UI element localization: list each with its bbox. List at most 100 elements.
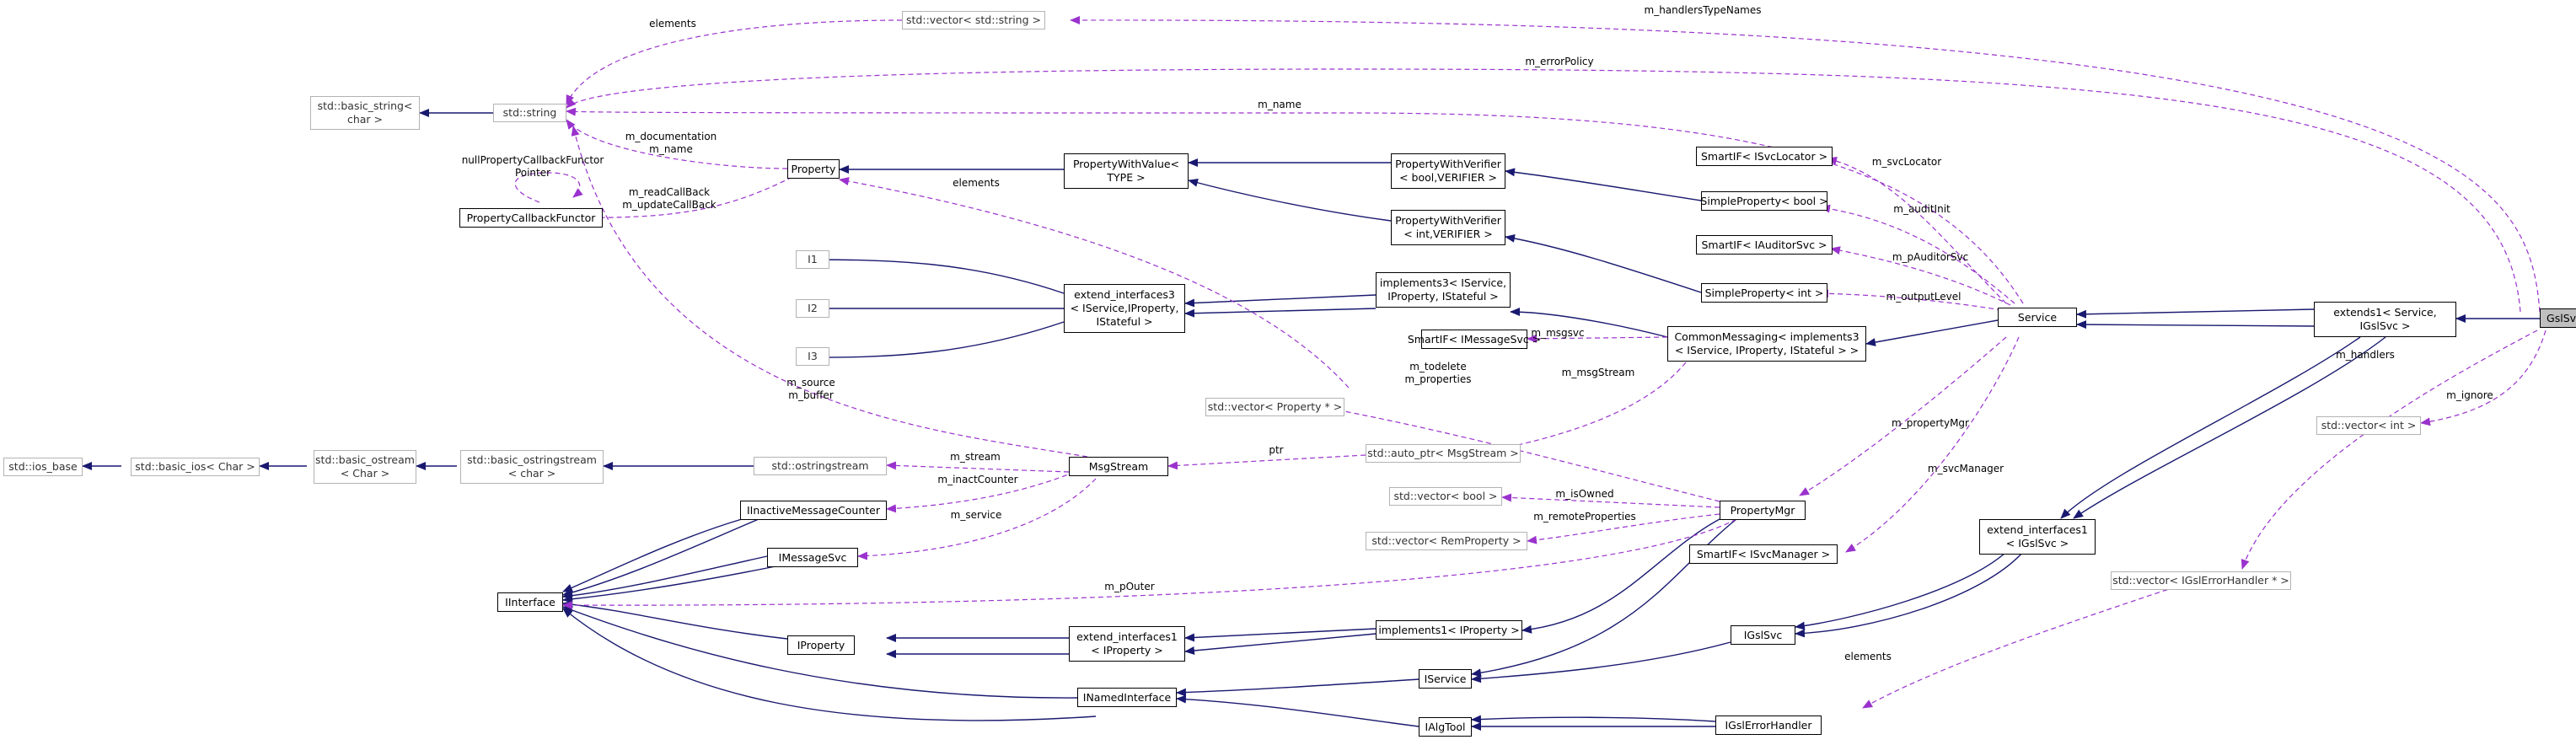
edge-msgsvc [1527,334,1668,343]
node-property-with-value[interactable]: PropertyWithValue< TYPE > [1064,153,1189,189]
node-common-messaging[interactable]: CommonMessaging< implements3 < IService,… [1667,326,1866,362]
node-std-basic-ostream: std::basic_ostream < Char > [314,450,416,484]
edge-output-level [1818,289,2003,311]
edge-label-audit-init: m_auditInit [1893,203,1951,215]
edge-ext1-gsl-to-igslsvc [1795,551,2007,630]
node-service[interactable]: Service [1998,308,2077,327]
edge-sp-int-to-pwv-int [1505,233,1702,293]
edge-label-svc-manager: m_svcManager [1928,463,2004,474]
node-imessagesvc[interactable]: IMessageSvc [767,548,858,567]
edge-name-service [566,107,2024,304]
edge-extends1-to-ext1-gsl [2060,336,2361,519]
node-property-callback-functor[interactable]: PropertyCallbackFunctor [459,208,603,228]
edge-iinactive-to-iinterface [562,518,743,592]
edge-label-svc-locator: m_svcLocator [1872,156,1941,168]
edge-audit-init [1820,204,2015,304]
edge-elements-handler [1862,581,2192,709]
node-std-basic-ostringstream: std::basic_ostringstream < char > [460,450,604,484]
edge-label-inact-counter: m_inactCounter [937,474,1017,485]
node-smartif-isvclocator[interactable]: SmartIF< ISvcLocator > [1696,147,1833,166]
node-smartif-iauditorsvc[interactable]: SmartIF< IAuditorSvc > [1696,235,1833,255]
edge-commonmsg-to-impl3 [1510,308,1668,338]
edge-p-auditor-svc [1830,246,2011,306]
edge-iservice-to-ext1-prop [1185,654,1419,673]
node-std-vector-remproperty: std::vector< RemProperty > [1366,532,1527,550]
node-iproperty[interactable]: IProperty [787,635,855,655]
edge-property-to-string [566,119,788,169]
edge-label-msgsvc: m_msgsvc [1531,327,1584,339]
edge-inact-counter [886,471,1076,513]
edge-label-property-mgr-label: m_propertyMgr [1892,417,1969,429]
node-smartif-isvcmanager[interactable]: SmartIF< ISvcManager > [1689,544,1838,564]
node-msgstream[interactable]: MsgStream [1069,457,1168,476]
edge-propmgr-to-impl1 [1521,518,1720,634]
edge-extends1-to-service [2076,308,2315,319]
node-simple-property-bool[interactable]: SimpleProperty< bool > [1700,191,1828,211]
node-iservice[interactable]: IService [1419,669,1472,689]
edge-property-to-callback [566,176,793,222]
node-igslerrorhandler[interactable]: IGslErrorHandler [1715,716,1822,735]
edge-imessagesvc-to-iinterface [562,555,768,600]
edge-callback-self [514,172,583,203]
edge-label-name: m_name [1258,99,1301,110]
edge-impl1-to-ext1-prop [1184,628,1377,642]
edge-inamed-to-iinterface [562,606,1078,699]
edge-ptr [1167,454,1366,470]
edge-label-p-auditor-svc: m_pAuditorSvc [1892,251,1968,263]
edge-label-p-outer: m_pOuter [1104,581,1154,592]
edge-label-stream: m_stream [950,451,1001,463]
edge-label-handlers-type-names: m_handlersTypeNames [1645,4,1762,16]
edge-handlers-type-names [1070,15,2541,313]
node-gslsvc[interactable]: GslSvc [2540,308,2576,328]
edge-ignore [2420,330,2546,426]
node-extends1[interactable]: extends1< Service, IGslSvc > [2314,302,2456,337]
edge-pwv-int-to-pwv [1188,179,1392,222]
edge-remote-properties [1527,513,1720,544]
node-iinterface[interactable]: IInterface [497,592,563,612]
edge-msg-stream [1476,362,1687,456]
edge-label-elements-handler: elements [1844,651,1892,662]
node-implements1[interactable]: implements1< IProperty > [1376,620,1522,640]
edge-label-service-label: m_service [951,509,1002,521]
node-i3: I3 [796,347,829,366]
edge-ialgtool-to-iinterface [562,608,1097,721]
edge-label-ignore: m_ignore [2446,389,2493,401]
edge-msgstream-to-string [571,126,1088,458]
edge-label-remote-properties: m_remoteProperties [1533,511,1636,523]
node-property[interactable]: Property [787,159,840,179]
node-simple-property-int[interactable]: SimpleProperty< int > [1701,283,1827,303]
node-std-ios-base: std::ios_base [3,458,83,476]
edge-iproperty-to-iinterface [562,600,788,640]
node-std-vector-string: std::vector< std::string > [902,11,1045,29]
node-property-mgr[interactable]: PropertyMgr [1720,501,1806,520]
edge-propmgr-to-vector-property [1307,402,1720,502]
node-i1: I1 [796,250,829,269]
node-smartif-imessagesvc[interactable]: SmartIF< IMessageSvc > [1408,330,1541,349]
edge-extends1-to-ext1-gsl-b [2073,336,2386,519]
edge-label-is-owned: m_isOwned [1555,488,1613,500]
edge-vector-string-to-string [566,19,903,105]
node-pwv-int[interactable]: PropertyWithVerifier < int,VERIFIER > [1391,210,1505,245]
node-extend-interfaces3[interactable]: extend_interfaces3 < IService,IProperty,… [1064,284,1185,333]
edge-impl3-to-ext3 [1184,294,1377,308]
node-i2: I2 [796,299,829,318]
node-extend-interfaces1-prop[interactable]: extend_interfaces1 < IProperty > [1069,626,1185,662]
node-pwv-bool[interactable]: PropertyWithVerifier < bool,VERIFIER > [1391,153,1505,189]
node-std-basic-string: std::basic_string< char > [310,96,420,130]
node-ialgtool[interactable]: IAlgTool [1419,717,1472,737]
edge-igslerrorhandler-to-ialgtool-b [1471,715,1716,724]
node-extend-interfaces1-gsl[interactable]: extend_interfaces1 < IGslSvc > [1979,519,2096,555]
edge-handlers [2241,330,2538,570]
node-implements3[interactable]: implements3< IService, IProperty, IState… [1376,272,1511,308]
node-inamed-interface[interactable]: INamedInterface [1077,688,1177,707]
node-iinactive-message-counter[interactable]: IInactiveMessageCounter [740,501,887,520]
node-std-string: std::string [493,104,566,122]
node-igslsvc[interactable]: IGslSvc [1731,625,1795,645]
